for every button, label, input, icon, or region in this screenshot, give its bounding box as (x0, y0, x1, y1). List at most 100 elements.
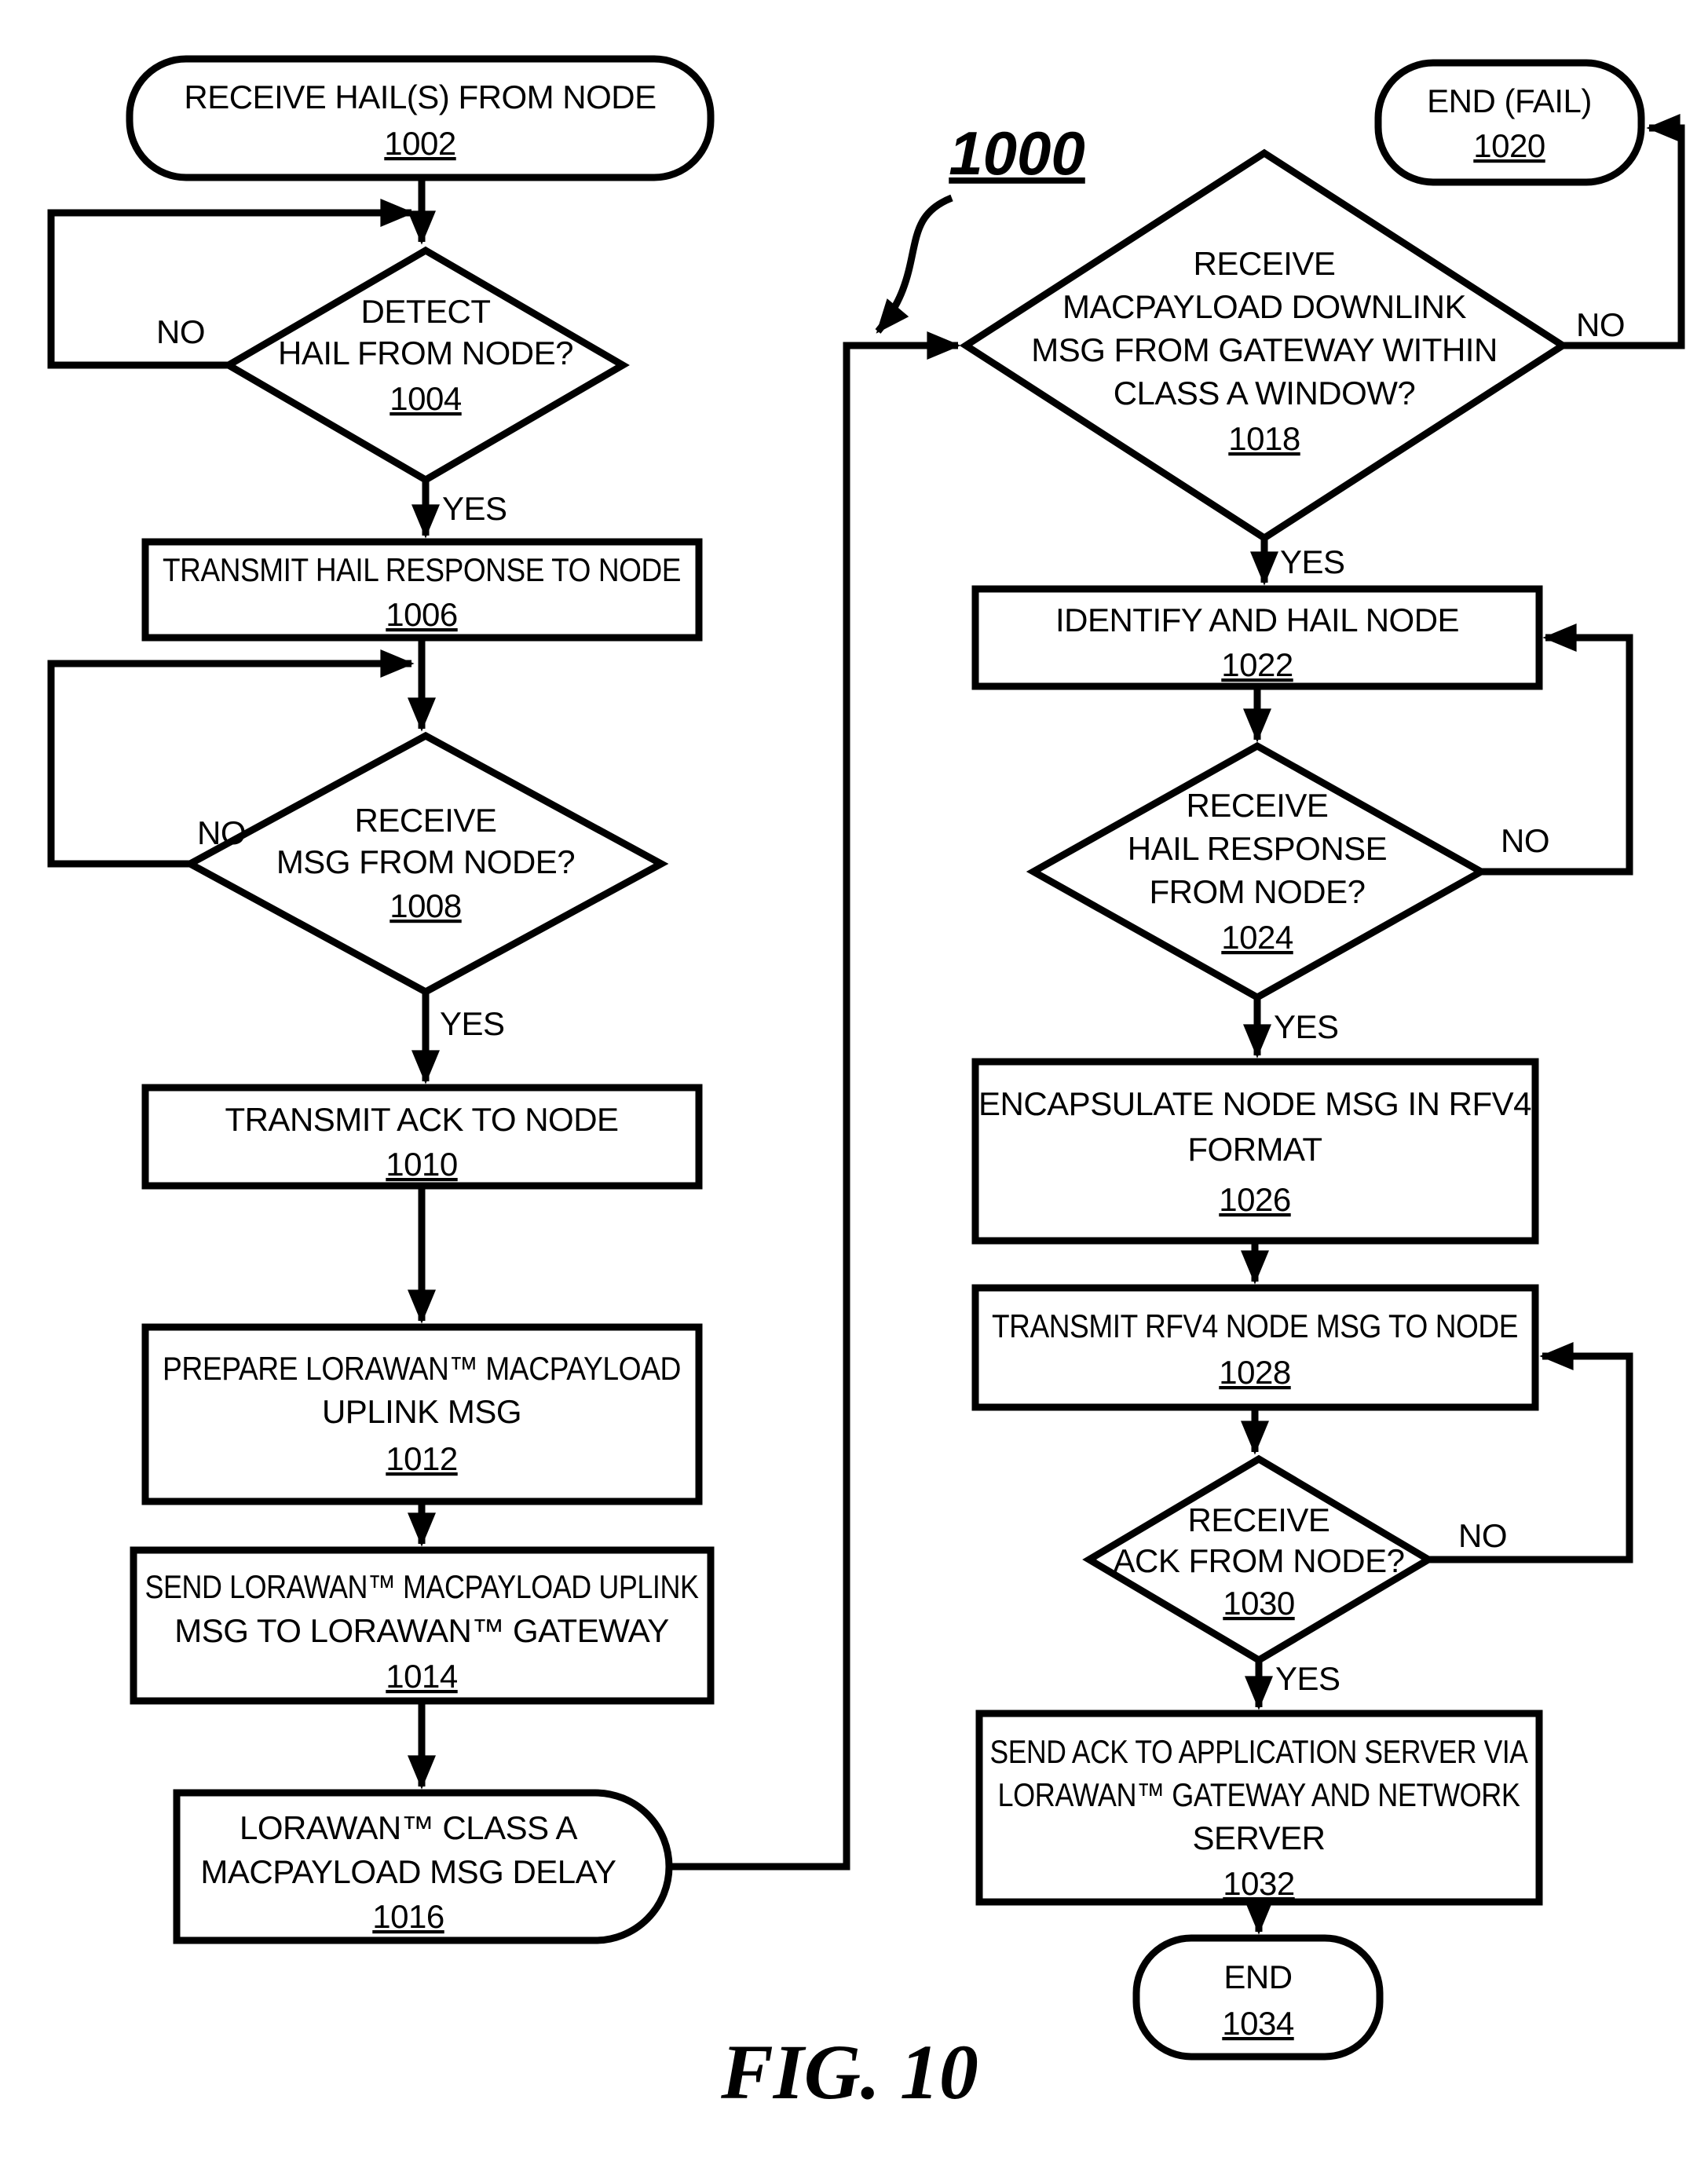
terminal-shape-1020 (1374, 59, 1645, 186)
node-1018-label-line-1: MACPAYLOAD DOWNLINK (1062, 288, 1467, 325)
node-1016-label-line-0: LORAWAN™ CLASS A (240, 1809, 577, 1846)
process-shape-1014 (130, 1546, 715, 1705)
decision-shape-1024 (1026, 741, 1489, 1002)
node-1032-label-line-0: SEND ACK TO APPLICATION SERVER VIA (990, 1733, 1528, 1770)
yes-label-1030: YES (1275, 1660, 1340, 1697)
node-1020-label: END (FAIL) (1427, 82, 1592, 119)
node-1028-ref: 1028 (1219, 1354, 1290, 1391)
node-1014-label-line-1: MSG TO LORAWAN™ GATEWAY (174, 1612, 669, 1649)
node-1004-ref: 1004 (390, 380, 462, 417)
node-1020-ref: 1020 (1473, 127, 1545, 164)
decision-shape-1008 (182, 731, 669, 997)
node-1018-ref: 1018 (1228, 420, 1300, 457)
process-shape-1028 (971, 1284, 1539, 1411)
process-shape-1032 (975, 1710, 1543, 1906)
node-1022-ref: 1022 (1221, 646, 1293, 683)
yes-label-1024: YES (1274, 1008, 1339, 1045)
node-1032-label-line-2: SERVER (1193, 1819, 1326, 1856)
node-1034-ref: 1034 (1222, 2005, 1294, 2042)
no-loop-1004 (47, 199, 415, 369)
node-1026: ENCAPSULATE NODE MSG IN RFV4 FORMAT 1026 (971, 1058, 1539, 1245)
edge-1016-1018 (669, 331, 961, 1871)
no-loop-1024-1022 (1481, 624, 1633, 876)
figure-ref-arrow (875, 194, 953, 334)
figure-ref-number: 1000 (949, 119, 1085, 188)
node-1032-label-line-1: LORAWAN™ GATEWAY AND NETWORK (998, 1776, 1520, 1813)
node-1014: SEND LORAWAN™ MACPAYLOAD UPLINK MSG TO L… (130, 1546, 715, 1705)
node-1010-label: TRANSMIT ACK TO NODE (225, 1101, 618, 1138)
process-shape-1026 (971, 1058, 1539, 1245)
node-1018-label-line-2: MSG FROM GATEWAY WITHIN (1031, 331, 1498, 368)
process-shape-1012 (141, 1323, 703, 1505)
node-1018: RECEIVE MACPAYLOAD DOWNLINK MSG FROM GAT… (959, 148, 1626, 580)
no-label-1024: NO (1501, 822, 1549, 859)
figure-caption: FIG. 10 (720, 2028, 978, 2116)
process-shape-1022 (971, 585, 1543, 690)
node-1004-label-line-0: DETECT (361, 293, 491, 330)
node-1018-label-line-0: RECEIVE (1194, 245, 1336, 282)
node-1020: END (FAIL) 1020 (1374, 59, 1645, 186)
node-1008-ref: 1008 (390, 887, 461, 924)
node-1024: RECEIVE HAIL RESPONSE FROM NODE? 1024 NO… (1026, 741, 1550, 1045)
node-1030-label-line-1: ACK FROM NODE? (1113, 1542, 1404, 1579)
no-label-1018: NO (1576, 306, 1625, 343)
node-1024-label-line-2: FROM NODE? (1149, 873, 1365, 910)
no-label-1008: NO (197, 814, 246, 851)
node-1008: RECEIVE MSG FROM NODE? 1008 NO YES (182, 731, 669, 1042)
no-loop-1008 (47, 649, 415, 868)
node-1002: RECEIVE HAIL(S) FROM NODE 1002 (126, 55, 715, 181)
node-1032: SEND ACK TO APPLICATION SERVER VIA LORAW… (975, 1710, 1543, 1906)
process-shape-1006 (141, 538, 703, 642)
node-1034: END 1034 (1132, 1934, 1384, 2061)
node-1002-label: RECEIVE HAIL(S) FROM NODE (184, 79, 656, 115)
node-1004-label-line-1: HAIL FROM NODE? (278, 335, 573, 371)
node-1034-label: END (1223, 1958, 1292, 1995)
no-label-1030: NO (1458, 1517, 1507, 1554)
node-1026-ref: 1026 (1219, 1181, 1290, 1218)
no-label-1004: NO (156, 313, 205, 350)
node-1026-label-line-0: ENCAPSULATE NODE MSG IN RFV4 (978, 1085, 1531, 1122)
node-1022: IDENTIFY AND HAIL NODE 1022 (971, 585, 1543, 690)
terminal-shape-1034 (1132, 1934, 1384, 2061)
node-1010: TRANSMIT ACK TO NODE 1010 (141, 1084, 703, 1190)
node-1024-label-line-0: RECEIVE (1187, 787, 1329, 824)
node-1016-ref: 1016 (372, 1898, 444, 1935)
node-1012-ref: 1012 (386, 1440, 457, 1477)
node-1010-ref: 1010 (386, 1146, 457, 1183)
node-1014-ref: 1014 (386, 1658, 458, 1695)
yes-label-1008: YES (440, 1005, 505, 1042)
node-1018-label-line-3: CLASS A WINDOW? (1114, 375, 1416, 411)
decision-shape-1030 (1082, 1454, 1436, 1665)
node-1014-label-line-0: SEND LORAWAN™ MACPAYLOAD UPLINK (145, 1568, 699, 1605)
node-1012-label-line-0: PREPARE LORAWAN™ MACPAYLOAD (163, 1350, 681, 1387)
process-shape-1010 (141, 1084, 703, 1190)
node-1006: TRANSMIT HAIL RESPONSE TO NODE 1006 (141, 538, 703, 642)
node-1028-label: TRANSMIT RFV4 NODE MSG TO NODE (992, 1307, 1518, 1344)
node-1026-label-line-1: FORMAT (1187, 1131, 1322, 1168)
node-1016: LORAWAN™ CLASS A MACPAYLOAD MSG DELAY 10… (173, 1789, 673, 1944)
node-1016-label-line-1: MACPAYLOAD MSG DELAY (200, 1853, 616, 1890)
no-loop-1030-1028 (1428, 1342, 1633, 1563)
node-1028: TRANSMIT RFV4 NODE MSG TO NODE 1028 (971, 1284, 1539, 1411)
node-1002-ref: 1002 (384, 125, 455, 162)
node-1006-ref: 1006 (386, 596, 457, 633)
node-1024-label-line-1: HAIL RESPONSE (1128, 830, 1387, 867)
yes-label-1004: YES (442, 490, 507, 527)
node-1030-ref: 1030 (1223, 1585, 1294, 1622)
node-1030-label-line-0: RECEIVE (1188, 1501, 1330, 1538)
node-1012-label-line-1: UPLINK MSG (322, 1393, 521, 1430)
node-1024-ref: 1024 (1221, 919, 1293, 956)
yes-label-1018: YES (1280, 543, 1345, 580)
node-1022-label: IDENTIFY AND HAIL NODE (1055, 602, 1459, 638)
node-1032-ref: 1032 (1223, 1865, 1294, 1902)
delay-shape-1016 (173, 1789, 673, 1944)
no-edge-1018-1020 (1563, 114, 1685, 349)
decision-shape-1018 (959, 148, 1570, 543)
node-1004: DETECT HAIL FROM NODE? 1004 NO YES (156, 246, 630, 527)
terminal-shape-1002 (126, 55, 715, 181)
decision-shape-1004 (221, 246, 630, 485)
node-1008-label-line-0: RECEIVE (355, 802, 497, 839)
node-1006-label: TRANSMIT HAIL RESPONSE TO NODE (163, 551, 681, 588)
